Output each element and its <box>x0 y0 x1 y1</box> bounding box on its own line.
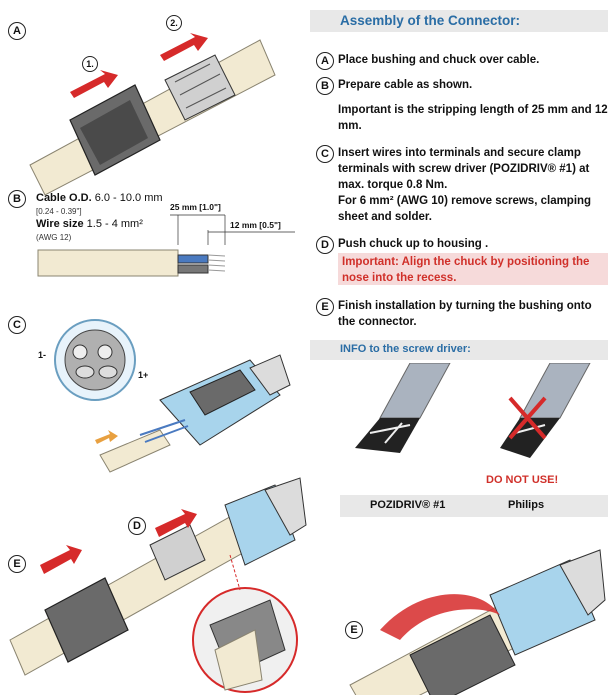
od-label: Cable O.D. <box>36 192 92 204</box>
screwdriver-photo <box>340 363 608 468</box>
rotate-arrow-icon <box>380 594 500 640</box>
figure-de-assembly <box>9 477 307 693</box>
figure-c-terminals <box>54 319 291 473</box>
arrow-e-icon <box>40 545 82 574</box>
cable-spec: Cable O.D. 6.0 - 10.0 mm [0.24 - 0.39"] … <box>36 192 163 244</box>
od-value: 6.0 - 10.0 mm <box>94 192 163 204</box>
final-connector-illustration <box>349 549 606 695</box>
terminal-plus-label: 1+ <box>138 370 149 380</box>
arrow-1-icon <box>70 70 118 98</box>
step-text: Push chuck up to housing . <box>338 238 489 250</box>
info-title: INFO to the screw driver: <box>340 343 471 355</box>
figure-label-c: C <box>8 316 26 334</box>
driver-philips: Philips <box>508 499 545 511</box>
driver-table: POZIDRIV® #1 Philips <box>340 495 608 517</box>
figure-label-e: E <box>8 555 26 573</box>
step-text: Finish installation by turning the bushi… <box>338 300 592 328</box>
figure-a-cable-assembly <box>29 33 276 196</box>
figure-label-step2: 2. <box>166 15 182 31</box>
figure-label-d: D <box>128 517 146 535</box>
info-bar: INFO to the screw driver: <box>310 340 608 360</box>
warning-box: Important: Align the chuck by positionin… <box>338 253 608 285</box>
wire-label: Wire size <box>36 218 84 230</box>
wire-awg: (AWG 12) <box>36 233 72 242</box>
od-inch: [0.24 - 0.39"] <box>36 207 82 216</box>
step-note: Important is the stripping length of 25 … <box>338 104 608 132</box>
figure-label-step1: 1. <box>82 56 98 72</box>
figure-label-a: A <box>8 22 26 40</box>
step-letter: B <box>316 77 334 95</box>
terminal-minus-label: 1- <box>38 350 47 360</box>
dimension-12mm: 12 mm [0.5"] <box>230 220 281 230</box>
figure-b-stripped-cable <box>37 214 295 277</box>
step-letter: C <box>316 145 334 163</box>
do-not-use-label: DO NOT USE! <box>486 474 559 486</box>
page-title: Assembly of the Connector: <box>340 13 521 28</box>
step-text: Prepare cable as shown. <box>338 79 473 91</box>
step-text: Insert wires into terminals and secure c… <box>338 147 590 191</box>
warning-text: Important: Align the chuck by positionin… <box>342 256 590 284</box>
dimension-25mm: 25 mm [1.0"] <box>170 202 221 212</box>
arrow-d-icon <box>155 509 197 537</box>
header-bar: Assembly of the Connector: <box>310 10 608 32</box>
illustration-panel <box>9 33 307 693</box>
step-letter: A <box>316 52 334 70</box>
step-text: Place bushing and chuck over cable. <box>338 54 540 66</box>
step-letter: D <box>316 236 334 254</box>
wire-value: 1.5 - 4 mm² <box>86 218 143 230</box>
step-letter: E <box>316 298 334 316</box>
section-b-label: B <box>8 190 26 208</box>
figure-label-e2: E <box>345 621 363 639</box>
driver-pozidriv: POZIDRIV® #1 <box>370 499 446 511</box>
step-note: For 6 mm² (AWG 10) remove screws, clampi… <box>338 195 592 223</box>
arrow-2-icon <box>160 33 208 61</box>
